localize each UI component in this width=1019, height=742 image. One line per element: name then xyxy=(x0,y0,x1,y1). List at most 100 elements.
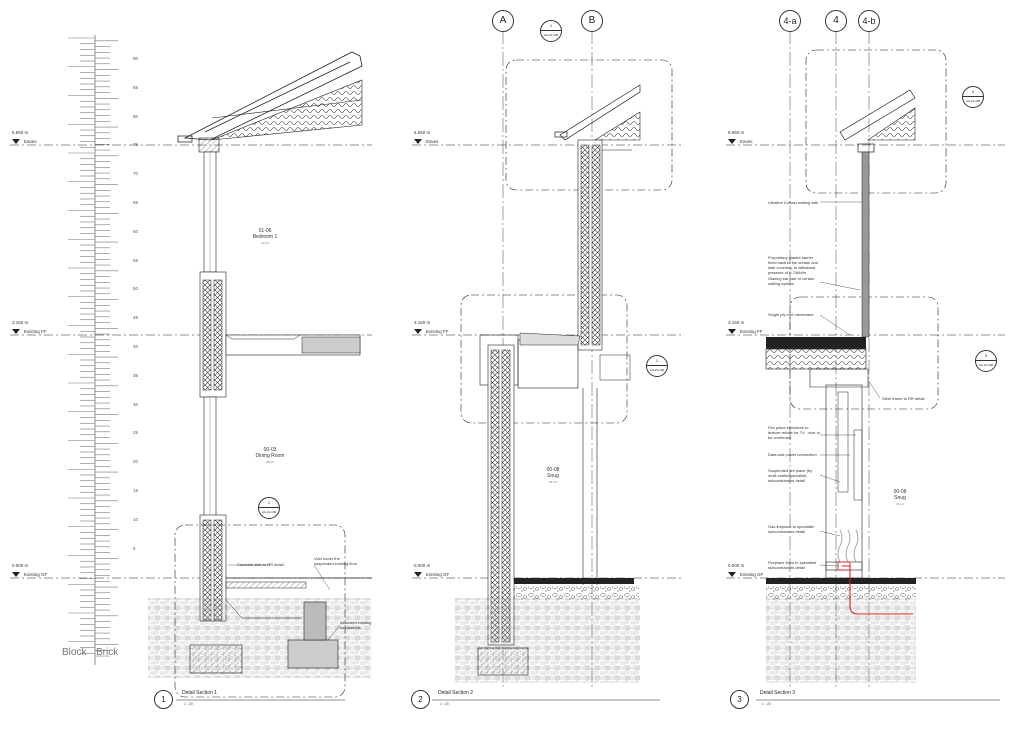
detail-tag-ref: AA-21-300 xyxy=(965,99,981,103)
detail-tag-ref: AA-21-100 xyxy=(543,33,559,37)
annotation-fireplace-enclosure: Fire place enclosure to feature rebate f… xyxy=(768,425,820,440)
level-label-eaves-2: Eaves xyxy=(426,139,439,144)
annotation-steel-frame: Steel frame to RR detail xyxy=(882,396,925,401)
room-code: 00-03 xyxy=(263,447,277,453)
room-label-dining: 00-03 Dining Room 25 m² xyxy=(240,447,300,465)
section-scale-2: 1 : 20 xyxy=(440,702,449,706)
detail-tag-s2-side[interactable]: 1 AA-21-100 xyxy=(646,355,668,377)
level-label-ff-1: Existing FF xyxy=(24,329,47,334)
detail-tag-s1[interactable]: 1 AA-21-100 xyxy=(258,497,280,519)
detail-section-3 xyxy=(765,30,947,690)
detail-tag-ref: AA-21-300 xyxy=(978,363,994,367)
level-value-gf-1: 0.000 m xyxy=(12,563,29,568)
level-label-gf-1: Existing GF xyxy=(24,572,48,577)
detail-tag-s2-top[interactable]: 1 AA-21-100 xyxy=(540,20,562,42)
grid-bubble-4b: 4-b xyxy=(858,10,880,32)
grid-bubble-4: 4 xyxy=(825,10,847,32)
annotation-foundations: Assumed existing foundations xyxy=(340,620,372,630)
room-label-bedroom: 01-06 Bedroom 1 12 m² xyxy=(240,228,290,246)
annotation-concrete-slab: Concrete slab to RR detail xyxy=(237,562,284,567)
level-value-ff-2: 3.150 m xyxy=(414,320,431,325)
detail-tag-number: 1 xyxy=(541,21,561,31)
annotation-curtain-walling: Ultraline Curtain walling with xyxy=(768,200,819,205)
room-name: Bedroom 1 xyxy=(252,234,278,240)
room-code: 00-08 xyxy=(893,489,907,495)
level-value-eaves-2: 5.650 m xyxy=(414,130,431,135)
scale-bar-number: 5 xyxy=(133,545,136,551)
scale-bar-number: 50 xyxy=(133,286,139,292)
scale-bar-number: 85 xyxy=(133,84,139,90)
scale-bar-number: 70 xyxy=(133,171,139,177)
scale-bar-number: 45 xyxy=(133,315,139,321)
scale-bar-number: 90 xyxy=(133,56,139,61)
grid-bubble-a: A xyxy=(492,10,514,32)
section-title-2: Detail Section 2 xyxy=(438,690,474,696)
level-label-gf-2: Existing GF xyxy=(426,572,450,577)
scale-bar-label-block: Block xyxy=(62,647,87,658)
level-label-ff-2: Existing FF xyxy=(426,329,449,334)
scale-bar-number: 55 xyxy=(133,257,139,263)
annotation-glazing-bar: Glazing bar part of curtain walling syst… xyxy=(768,276,815,286)
scale-bar-number: 65 xyxy=(133,200,139,205)
scale-bar-ticks xyxy=(68,37,118,657)
section-number-2: 2 xyxy=(411,690,430,709)
level-label-ff-3: Existing FF xyxy=(740,329,763,334)
level-markers xyxy=(12,139,736,577)
room-area: 21 m² xyxy=(896,502,904,506)
annotation-data-power: Data and power connection xyxy=(768,452,817,457)
level-value-ff-3: 3.150 m xyxy=(728,320,745,325)
room-code: 00-08 xyxy=(546,467,560,473)
room-code: 01-06 xyxy=(258,228,272,234)
detail-tag-number: 1 xyxy=(259,498,279,508)
detail-tag-ref: AA-21-100 xyxy=(261,510,277,514)
scale-bar-number: 35 xyxy=(133,372,139,378)
level-value-eaves-3: 5.650 m xyxy=(728,130,745,135)
scale-bar-label-brick: Brick xyxy=(96,647,119,658)
scale-bar xyxy=(68,35,118,665)
detail-section-1 xyxy=(148,51,372,698)
annotation-suspended-fireplace: Suspended fire place (by multi-crafts/sp… xyxy=(768,468,813,483)
room-name: Dining Room xyxy=(255,453,285,459)
level-value-gf-2: 0.000 m xyxy=(414,563,431,568)
scale-bar-number: 75 xyxy=(133,142,139,148)
level-label-eaves-1: Eaves xyxy=(24,139,37,144)
scale-bar-number: 40 xyxy=(133,344,139,349)
room-area: 12 m² xyxy=(261,241,269,245)
room-label-snug-2: 00-08 Snug 21 m² xyxy=(528,467,578,485)
room-area: 21 m² xyxy=(549,480,557,484)
level-value-ff-1: 3.150 m xyxy=(12,320,29,325)
level-label-eaves-3: Eaves xyxy=(740,139,753,144)
section-scale-3: 1 : 20 xyxy=(762,702,771,706)
grid-bubble-4a: 4-a xyxy=(779,10,801,32)
scale-bar-number: 30 xyxy=(133,401,139,407)
annotation-roof-membrane: Single ply roof membrane xyxy=(768,312,814,317)
scale-bar-number: 15 xyxy=(133,488,139,493)
scale-bar-number: 80 xyxy=(133,113,139,119)
detail-tag-number: 1 xyxy=(647,356,667,366)
annotation-glazed-barrier: Proprietary glazed barrier fixed back to… xyxy=(768,255,819,275)
scale-bar-number: 20 xyxy=(133,459,139,465)
room-name: Snug xyxy=(894,495,906,501)
section-scale-1: 1 : 20 xyxy=(184,702,193,706)
section-number-1: 1 xyxy=(154,690,173,709)
level-value-eaves-1: 5.650 m xyxy=(12,130,29,135)
grid-bubble-b: B xyxy=(581,10,603,32)
annotation-gas-fireplace: Gas fireplace to specialist subcontracto… xyxy=(768,524,814,534)
annotation-void: Void under the suspended existing floor xyxy=(314,556,358,566)
level-value-gf-3: 0.000 m xyxy=(728,563,745,568)
detail-tag-s3-side[interactable]: 3 AA-21-300 xyxy=(975,350,997,372)
annotation-flue: Fireplace flues to specialist subcontrac… xyxy=(768,560,817,570)
section-title-1: Detail Section 1 xyxy=(182,690,218,696)
scale-bar-number: 10 xyxy=(133,516,139,522)
section-title-3: Detail Section 3 xyxy=(760,690,796,696)
leader-lines xyxy=(228,201,881,641)
detail-tag-s3-top[interactable]: 4 AA-21-300 xyxy=(962,86,984,108)
room-name: Snug xyxy=(547,473,559,479)
detail-tag-number: 4 xyxy=(963,87,983,97)
detail-tag-ref: AA-21-100 xyxy=(649,368,665,372)
detail-tag-number: 3 xyxy=(976,351,996,361)
scale-bar-number: 60 xyxy=(133,228,139,234)
scale-bar-number: 25 xyxy=(133,430,139,436)
room-label-snug-3: 00-08 Snug 21 m² xyxy=(875,489,925,507)
